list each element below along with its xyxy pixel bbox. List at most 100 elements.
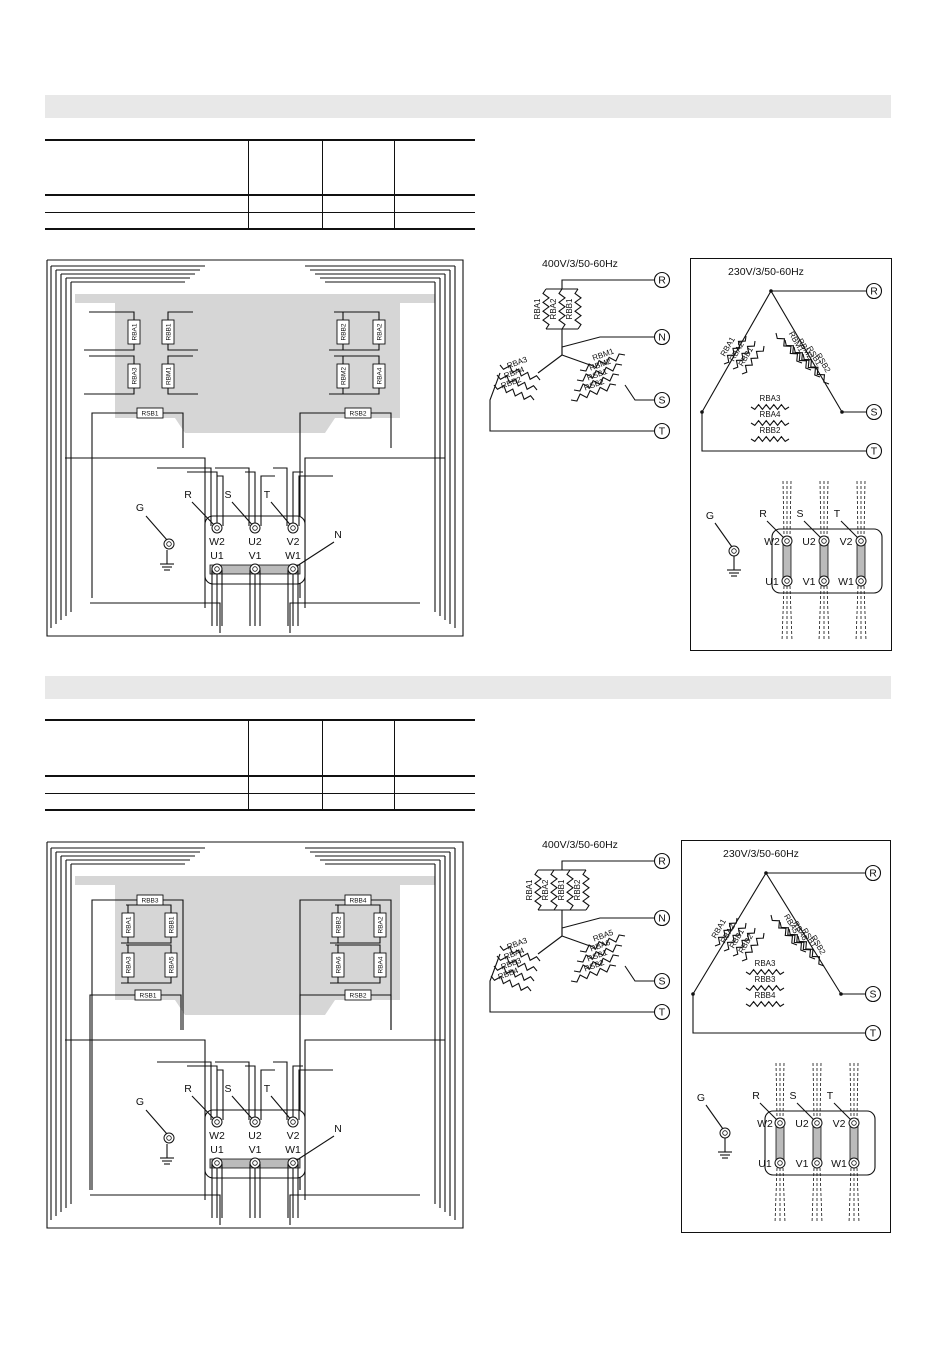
wire <box>65 1039 206 1200</box>
branch-s <box>561 354 591 366</box>
neutral-circle <box>653 909 671 927</box>
resistor-rba1-zigzag <box>723 335 747 365</box>
supply-wire <box>849 1062 852 1119</box>
supply-wire <box>819 480 822 537</box>
neutral-label: N <box>334 1123 342 1135</box>
delta-ground-terminal <box>728 545 740 557</box>
resistor-rba6-zigzag <box>576 944 623 963</box>
terminal-label-w1: W1 <box>285 550 301 562</box>
terminal-label-v2: V2 <box>287 1130 300 1142</box>
terminal-w1 <box>287 1157 299 1169</box>
delta-resistor-label-rbb2: RBB2 <box>760 426 781 435</box>
resistor-rbb1-zigzag <box>566 869 574 911</box>
wire <box>329 344 380 351</box>
wire <box>89 355 135 364</box>
resistor-rbb2-zigzag <box>493 384 535 401</box>
resistor-rba2: RBA2 <box>377 323 384 340</box>
supply-wire <box>812 1062 815 1119</box>
voltage-label-star: 400V/3/50-60Hz <box>542 839 618 851</box>
delta-phase-t: T <box>870 1028 877 1040</box>
resistor-rbb3-box <box>136 894 164 906</box>
neutral: N <box>658 332 666 344</box>
resistor-rsb1-zigzag <box>573 373 620 392</box>
delta-resistor-label-rbb4: RBB4 <box>755 991 776 1000</box>
section-2-header-band <box>45 676 891 699</box>
lead-s <box>624 965 654 982</box>
phase-t-circle <box>653 1003 671 1021</box>
delta-phase-t-circle <box>865 442 883 460</box>
supply-wire <box>818 585 822 642</box>
wire <box>304 457 445 608</box>
resistor-rba4-box <box>373 952 387 978</box>
resistor-rbb3: RBB3 <box>142 898 159 905</box>
delta-terminal-u2 <box>818 535 830 547</box>
supply-wire <box>826 480 829 537</box>
phase-s-circle <box>653 391 671 409</box>
ground-terminal <box>163 538 175 550</box>
wire <box>260 475 275 526</box>
terminal-v1 <box>249 1157 261 1169</box>
delta-phase-r-circle <box>865 282 883 300</box>
resistor-rsb2: RSB2 <box>350 411 367 418</box>
terminal-v1 <box>249 563 261 575</box>
delta-diagram-1: 230V/3/50-60HzRSTRBA1RBA2RBB1RBM1RBM2RSB… <box>690 258 892 651</box>
ground-label: G <box>136 502 144 514</box>
terminal-v2 <box>287 1116 299 1128</box>
section-1-table <box>45 139 475 231</box>
delta-terminal-label-u2: U2 <box>795 1118 809 1130</box>
delta-resistor-label-rbb3: RBB3 <box>755 975 776 984</box>
terminal-w2 <box>211 522 223 534</box>
resistor-rba1-zigzag <box>542 288 550 330</box>
resistor-rbb2-zigzag <box>582 869 590 911</box>
delta-phase-t: T <box>871 446 878 458</box>
resistor-rba6-box <box>331 952 345 978</box>
phase-label-s: S <box>224 1083 231 1095</box>
resistor-rba2-zigzag <box>732 340 756 370</box>
wire <box>65 457 206 608</box>
wire <box>260 1069 275 1120</box>
delta-frame <box>681 840 891 1233</box>
resistor-rsb2-zigzag <box>802 353 830 385</box>
resistor-rba5-box <box>164 952 178 978</box>
star-resistor-label-rba1: RBA1 <box>533 298 542 319</box>
neutral-label: N <box>334 529 342 541</box>
resistor-rba4-zigzag <box>750 419 790 427</box>
wire <box>89 311 135 320</box>
terminal-label-w2: W2 <box>209 1130 225 1142</box>
wire <box>335 944 381 953</box>
star-resistor-label-rsb2: RSB2 <box>583 377 606 393</box>
wire <box>89 994 135 1190</box>
wire <box>161 994 182 1030</box>
delta-terminal-w2 <box>781 535 793 547</box>
wire <box>84 344 135 351</box>
resistor-rba4: RBA4 <box>378 956 385 973</box>
delta-terminal-w1 <box>855 575 867 587</box>
delta-lead-t <box>701 412 866 452</box>
lead-t <box>489 372 654 432</box>
resistor-rba5-zigzag <box>579 934 626 953</box>
delta-terminal-u2 <box>811 1117 823 1129</box>
terminal-u1 <box>211 563 223 575</box>
wire <box>167 344 198 351</box>
wire <box>90 1194 221 1225</box>
phase-label-r: R <box>184 489 192 501</box>
resistor-rbm1-zigzag <box>579 353 626 372</box>
resistor-rbb3-zigzag <box>745 984 785 992</box>
star-resistor-label-rbb4: RBB4 <box>497 966 520 982</box>
outer-frame <box>46 841 464 1229</box>
delta-terminal-label-u1: U1 <box>758 1158 772 1170</box>
delta-phase-label-t: T <box>834 508 841 520</box>
lead-t <box>489 953 654 1013</box>
delta-ground-label: G <box>706 510 714 522</box>
resistor-rba3-zigzag <box>750 403 790 411</box>
delta-terminal-label-v2: V2 <box>833 1118 846 1130</box>
neutral-lead <box>296 541 335 567</box>
delta-phase-lead <box>759 1102 777 1120</box>
branch-s <box>561 935 591 947</box>
delta-terminal-v2 <box>855 535 867 547</box>
supply-wire <box>863 480 866 537</box>
wire <box>289 1194 420 1225</box>
resistor-rba1-box <box>127 319 141 345</box>
delta-phase-s-circle <box>865 403 883 421</box>
